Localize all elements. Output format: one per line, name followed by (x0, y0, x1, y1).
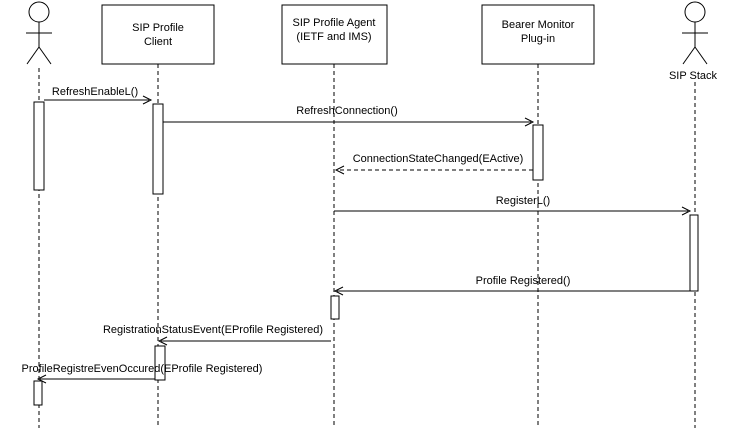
actor-head (28, 1, 50, 23)
message-registration-status-event (157, 336, 331, 346)
activation-bearer-1 (532, 124, 544, 181)
message-register (334, 206, 692, 216)
activations (33, 101, 699, 406)
participant-label-sip-stack: SIP Stack (669, 70, 718, 82)
message-label: ProfileRegistreEvenOccured(EProfile Regi… (22, 363, 263, 375)
participant-bearer-monitor: Bearer Monitor Plug-in (481, 4, 595, 65)
message-connection-state-changed (334, 165, 533, 175)
message-label: RefreshEnableL() (52, 86, 138, 98)
actor-leg-left (26, 46, 40, 65)
participant-label-line-1: SIP Profile (132, 22, 184, 34)
arrow-head (142, 95, 153, 105)
activation-user-2 (33, 380, 43, 406)
participant-sip-profile-agent: SIP Profile Agent (IETF and IMS) (281, 4, 388, 65)
participant-sip-profile-client: SIP Profile Client (101, 4, 215, 65)
message-label: Profile Registered() (476, 275, 571, 287)
actor-leg-left (682, 46, 696, 65)
arrow-head (157, 336, 168, 346)
activation-stack-1 (689, 214, 699, 292)
actor-leg-right (38, 46, 52, 65)
arrow-head (334, 165, 345, 175)
message-label: RefreshConnection() (296, 105, 398, 117)
message-refresh-connection (163, 117, 535, 127)
message-label: ConnectionStateChanged(EActive) (353, 153, 524, 165)
participant-label-line-2: Client (144, 36, 172, 48)
arrow-head (333, 286, 344, 296)
message-refresh-enable (44, 95, 153, 105)
participant-label-line-1: Bearer Monitor (502, 19, 575, 31)
participant-label-line-2: (IETF and IMS) (296, 31, 371, 43)
message-profile-registered (333, 286, 690, 296)
message-profile-registre-even-occured (36, 374, 155, 384)
arrow-head (36, 374, 47, 384)
actor-leg-right (694, 46, 708, 65)
activation-user-1 (33, 101, 45, 191)
message-label: RegisterL() (496, 195, 550, 207)
participant-user-actor (26, 1, 52, 65)
message-label: RegistrationStatusEvent(EProfile Registe… (103, 324, 323, 336)
activation-agent-1 (330, 295, 340, 320)
arrow-head (681, 206, 692, 216)
participant-sip-stack-actor (682, 1, 708, 65)
participant-label-line-1: SIP Profile Agent (293, 17, 376, 29)
arrow-head (524, 117, 535, 127)
message-labels: RefreshEnableL() RefreshConnection() Con… (22, 86, 571, 375)
participant-label-line-2: Plug-in (521, 33, 555, 45)
activation-client-1 (152, 103, 164, 195)
activation-client-2 (154, 345, 166, 381)
actor-head (684, 1, 706, 23)
messages (36, 95, 692, 384)
